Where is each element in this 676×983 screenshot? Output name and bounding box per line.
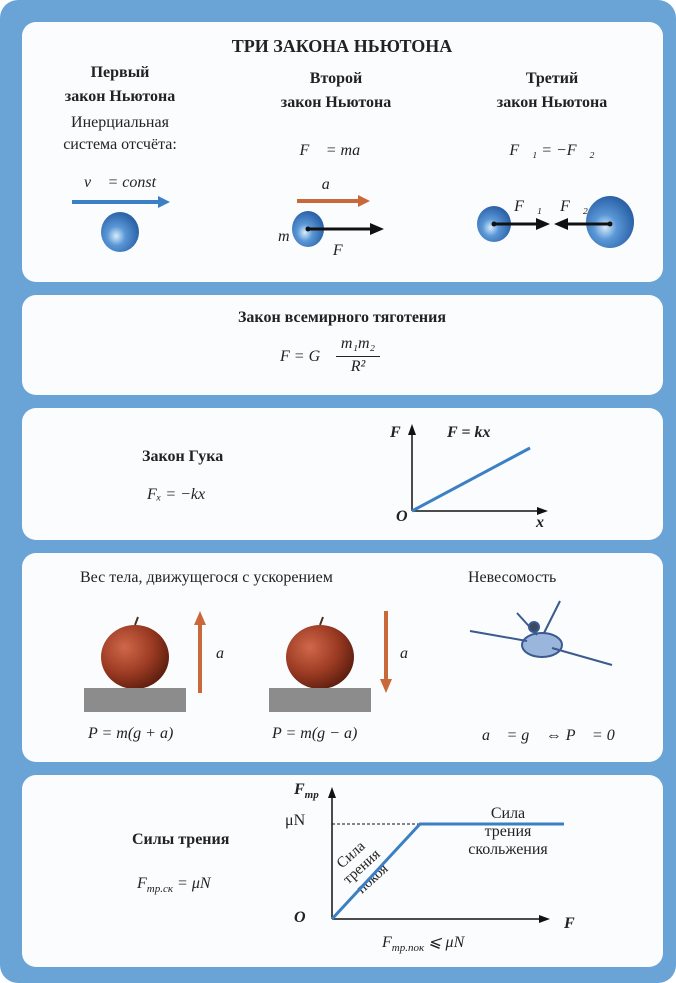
gravity-denominator: R² — [350, 358, 366, 375]
third-law-title-2: закон Ньютона — [496, 94, 608, 111]
gravity-title: Закон всемирного тяготения — [237, 309, 447, 326]
support-right — [269, 688, 371, 712]
gravity-formula-lhs: F = G — [280, 348, 321, 365]
second-law-formula: F⃗ = ma⃗ — [299, 142, 373, 159]
hooke-axis-x: x — [536, 514, 544, 531]
acceleration-arrow — [297, 195, 370, 207]
cond-sub: тр.пок — [391, 942, 425, 955]
accel-up-label: a⃗ — [216, 645, 237, 662]
first-law-title-2: закон Ньютона — [64, 88, 176, 105]
accel-down-label: a⃗ — [400, 645, 421, 662]
newton-laws-panel: ТРИ ЗАКОНА НЬЮТОНА Первый закон Ньютона … — [22, 22, 663, 282]
sliding-2: трения — [484, 823, 532, 840]
first-law-desc-2: система отсчёта: — [63, 136, 177, 153]
support-left — [84, 688, 186, 712]
friction-origin: O — [294, 909, 306, 926]
first-law-formula: v⃗ = const — [83, 174, 157, 191]
axis-y-sub: тр — [304, 789, 319, 802]
apple-up — [101, 616, 169, 689]
gravity-panel: Закон всемирного тяготения F = G m₁m₂ R² — [22, 295, 663, 395]
weightless-title: Невесомость — [468, 569, 557, 586]
apple-down — [286, 616, 354, 689]
hooke-graph — [408, 424, 548, 515]
hooke-line — [411, 446, 531, 513]
arrow-down — [380, 611, 392, 693]
sliding-3: скольжения — [468, 841, 548, 858]
first-law-desc-1: Инерциальная — [71, 114, 169, 131]
first-law-title-1: Первый — [90, 64, 150, 81]
gravity-numerator: m₁m₂ — [340, 335, 376, 352]
friction-axis-y: Fтр — [294, 781, 319, 801]
weight-title: Вес тела, движущегося с ускорением — [80, 569, 333, 586]
f-rhs: = μN — [173, 875, 211, 892]
f1-label: F⃗₁ — [514, 198, 542, 215]
friction-title: Силы трения — [132, 831, 230, 848]
acceleration-label: a⃗ — [321, 176, 343, 193]
f-symbol: F — [137, 875, 147, 892]
friction-panel: Силы трения Fтр.ск = μN Fтр μN O F Fтр.п… — [22, 775, 663, 967]
friction-line — [330, 822, 564, 921]
hooke-axis-y: F — [390, 424, 401, 441]
friction-condition: Fтр.пок ⩽ μN — [382, 932, 464, 954]
f-sub: тр.ск — [146, 883, 174, 896]
ball-first — [101, 212, 139, 252]
friction-formula: Fтр.ск = μN — [137, 875, 211, 895]
weight-diagrams — [84, 600, 613, 712]
f2-arrow — [554, 218, 613, 230]
sliding-1: Сила — [490, 805, 526, 822]
sliding-friction-label: Сила трения скольжения — [468, 805, 548, 859]
f1-arrow — [491, 218, 550, 230]
f2-label: F⃗₂ — [560, 198, 588, 215]
force-arrow — [305, 223, 384, 235]
mu-n-label: μN — [285, 812, 306, 829]
axis-y-symbol: F — [294, 781, 305, 798]
ballerina-icon — [469, 600, 613, 666]
fraction-bar — [336, 356, 380, 357]
second-law-title-1: Второй — [309, 70, 363, 87]
hooke-origin: O — [396, 508, 408, 525]
cond-rhs: ⩽ μN — [424, 934, 465, 951]
third-law-formula: F⃗₁ = −F⃗₂ — [509, 142, 595, 159]
newton-title: ТРИ ЗАКОНА НЬЮТОНА — [231, 36, 453, 56]
cond-symbol: F — [382, 934, 392, 951]
third-law-title-1: Третий — [525, 70, 579, 87]
newton-diagrams — [72, 195, 634, 252]
friction-axis-x: F — [564, 915, 575, 932]
friction-graph — [328, 787, 564, 923]
mass-label: m — [278, 228, 290, 245]
hooke-panel: Закон Гука Fₓ = −kx F F = kx x O — [22, 408, 663, 540]
weight-formula-down: P = m(g − a) — [272, 725, 358, 742]
hooke-graph-label: F = kx — [447, 424, 491, 441]
arrow-up — [194, 611, 206, 693]
weight-formula-up: P = m(g + a) — [88, 725, 174, 742]
hooke-formula: Fₓ = −kx — [147, 486, 206, 503]
second-law-title-2: закон Ньютона — [280, 94, 392, 111]
weight-panel: Вес тела, движущегося с ускорением Невес… — [22, 553, 663, 762]
weightless-formula: a⃗ = g⃗ ⇔ P⃗ = 0 — [482, 727, 615, 744]
velocity-arrow — [72, 196, 170, 208]
hooke-title: Закон Гука — [142, 448, 224, 465]
force-label: F⃗ — [332, 242, 356, 259]
